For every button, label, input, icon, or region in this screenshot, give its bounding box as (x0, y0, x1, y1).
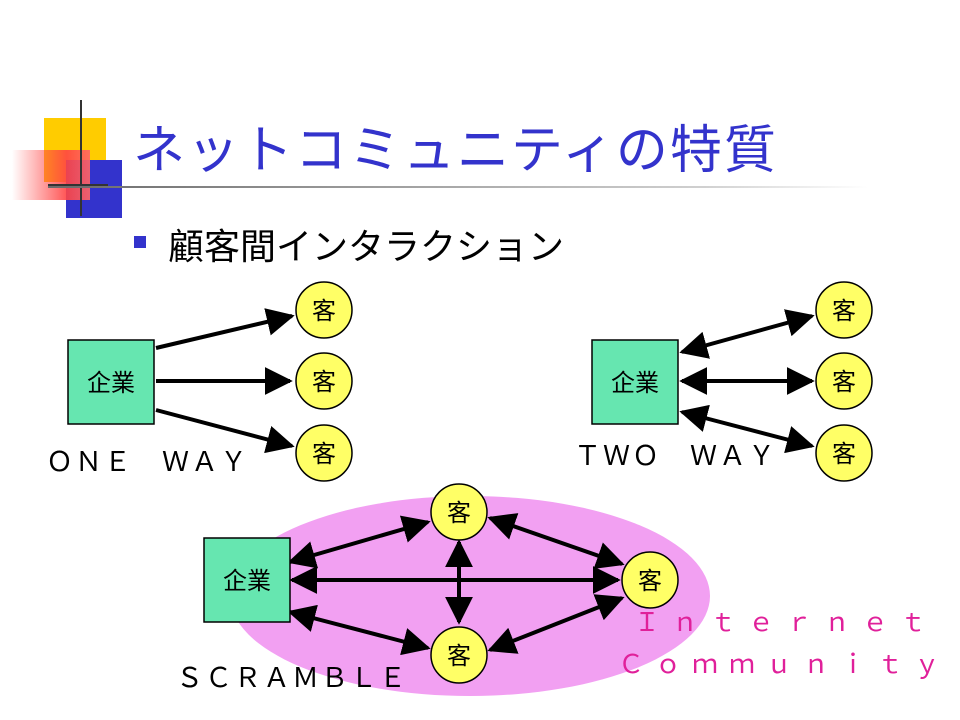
title-rule (48, 186, 868, 188)
scramble-customer-circle-bottom (430, 626, 488, 684)
one-way-customer-label-3: 客 (312, 440, 336, 468)
scramble-customer-circle-top (430, 483, 488, 541)
two-way-company-box (591, 339, 679, 425)
one-way-customer-circle-1 (295, 281, 353, 339)
community-label: Ｃｏｍｍｕｎｉｔｙ (618, 650, 952, 680)
one-way-company-label: 企業 (87, 369, 135, 397)
one-way-customer-label-2: 客 (312, 368, 336, 396)
scramble-customer-label-top: 客 (447, 499, 471, 527)
corner-deco-hline (48, 184, 108, 186)
one-way-customer-circle-2 (295, 352, 353, 410)
scramble-company-box (203, 537, 291, 623)
one-way-customer-circle-3 (295, 424, 353, 482)
two-way-company-label: 企業 (611, 369, 659, 397)
scramble-arrow-bottom-right (487, 594, 625, 654)
scramble-customer-label-right: 客 (638, 567, 662, 595)
two-way-customer-label-3: 客 (832, 440, 856, 468)
internet-label: Ｉｎｔｅｒｎｅｔ (634, 608, 939, 638)
two-way-customer-label-2: 客 (832, 368, 856, 396)
two-way-arrow-top (679, 309, 815, 359)
one-way-company-box (67, 339, 155, 425)
two-way-customer-circle-3 (815, 424, 873, 482)
scramble-arrow-top-right (487, 513, 625, 569)
bullet-marker (134, 236, 146, 248)
corner-deco-red (12, 150, 90, 200)
scramble-arrow-company-bottom (287, 604, 431, 656)
scramble-customer-label-bottom: 客 (447, 642, 471, 670)
corner-deco-vline (80, 100, 82, 216)
two-way-arrow-bottom (679, 404, 815, 454)
two-way-customer-circle-1 (815, 281, 873, 339)
slide-title: ネットコミュニティの特質 (133, 121, 778, 181)
one-way-arrow-bottom (155, 408, 295, 454)
one-way-arrow-top (155, 308, 295, 350)
scramble-company-label: 企業 (223, 567, 271, 595)
bullet-text: 顧客間インタラクション (168, 227, 565, 268)
two-way-customer-circle-2 (815, 352, 873, 410)
one-way-caption: ＯＮＥ ＷＡＹ (46, 447, 249, 478)
scramble-caption: ＳＣＲＡＭＢＬＥ (176, 663, 408, 694)
scramble-arrow-company-top (287, 515, 431, 569)
one-way-customer-label-1: 客 (312, 297, 336, 325)
scramble-customer-circle-right (621, 551, 679, 609)
two-way-customer-label-1: 客 (832, 297, 856, 325)
two-way-caption: ＴＷＯ ＷＡＹ (574, 441, 777, 472)
